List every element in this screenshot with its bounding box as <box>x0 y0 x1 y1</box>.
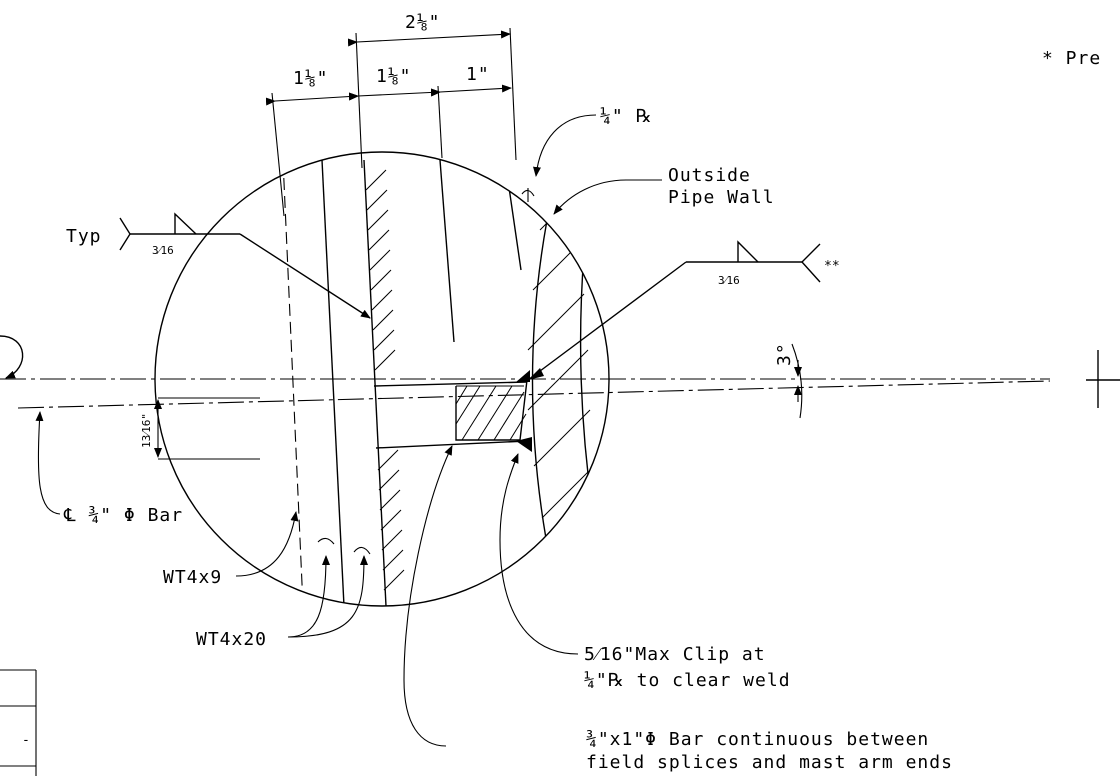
circle-contents <box>282 159 609 606</box>
bar-continuous-label-1: ¾"x1"Φ Bar continuous between <box>586 729 929 750</box>
offset-label: 13⁄16" <box>140 413 153 448</box>
wt4x20-flange-line <box>363 159 387 606</box>
bar-continuous-label-2: field splices and mast arm ends <box>586 752 953 773</box>
angle-dimension: 3° <box>774 342 803 419</box>
bar-cl-label: ℄ ¾" Φ Bar <box>63 505 183 526</box>
weld-bottom <box>516 437 532 452</box>
wt4x20-weld-arc-1 <box>317 537 335 545</box>
wt4x9-label: WT4x9 <box>163 567 222 588</box>
pipe-wall-leader <box>553 179 662 215</box>
weld-right-size: 3⁄16 <box>718 274 740 287</box>
plate-weld-symbol <box>521 188 535 202</box>
clip-label-2: ¼"℞ to clear weld <box>584 670 791 691</box>
wt4x20-leader-1 <box>287 555 330 638</box>
dim-2-1-8: 2⅛" <box>405 12 441 33</box>
dim-1-right: 1" <box>466 64 490 85</box>
table-cell: - <box>22 733 30 748</box>
bar-centerline <box>17 380 1051 409</box>
plate-leader <box>533 114 597 177</box>
wt4x9-leader <box>235 511 299 577</box>
weld-symbol-typ: Typ 3⁄16 <box>66 212 371 319</box>
wt4x20-flange-hatch <box>365 169 405 591</box>
table-edge: - <box>0 669 37 776</box>
bar-block <box>373 370 532 452</box>
offset-dimension: 13⁄16" <box>140 397 260 460</box>
bar-continuous-leader <box>403 445 453 747</box>
note-top-right: * Pre <box>1042 48 1101 69</box>
weld-right-tail: ** <box>824 259 840 274</box>
plate-line-2 <box>504 159 522 271</box>
wt4x9-hidden-line <box>282 159 304 606</box>
bar-cl-leader <box>35 411 61 515</box>
pipe-wall-label-2: Pipe Wall <box>668 187 775 208</box>
dim-1-1-8-left: 1⅛" <box>293 68 329 89</box>
wt4x20-weld-arc-2 <box>353 546 371 555</box>
wt4x20-leader-2 <box>287 555 368 638</box>
dim-1-1-8-middle: 1⅛" <box>376 66 412 87</box>
weld-typ-label: Typ <box>66 226 102 247</box>
plate-label: ¼" ℞ <box>600 106 653 127</box>
weld-top <box>516 370 530 382</box>
angle-label: 3° <box>774 342 795 366</box>
left-edge-hook <box>0 335 24 379</box>
wt4x20-label: WT4x20 <box>196 629 267 650</box>
wt4x9-line <box>321 159 345 606</box>
pipe-wall-inner <box>531 159 561 606</box>
top-dimensions: 2⅛" 1⅛" 1⅛" 1" <box>265 12 517 217</box>
clip-leader <box>499 453 579 655</box>
plate-line-1 <box>439 159 455 343</box>
weld-symbol-right: ** 3⁄16 <box>527 240 840 381</box>
pipe-wall-outer <box>579 159 609 606</box>
pipe-wall-label-1: Outside <box>668 165 751 186</box>
weld-left-size: 3⁄16 <box>152 244 174 257</box>
clip-label-1: 5⁄16"Max Clip at <box>584 644 766 665</box>
